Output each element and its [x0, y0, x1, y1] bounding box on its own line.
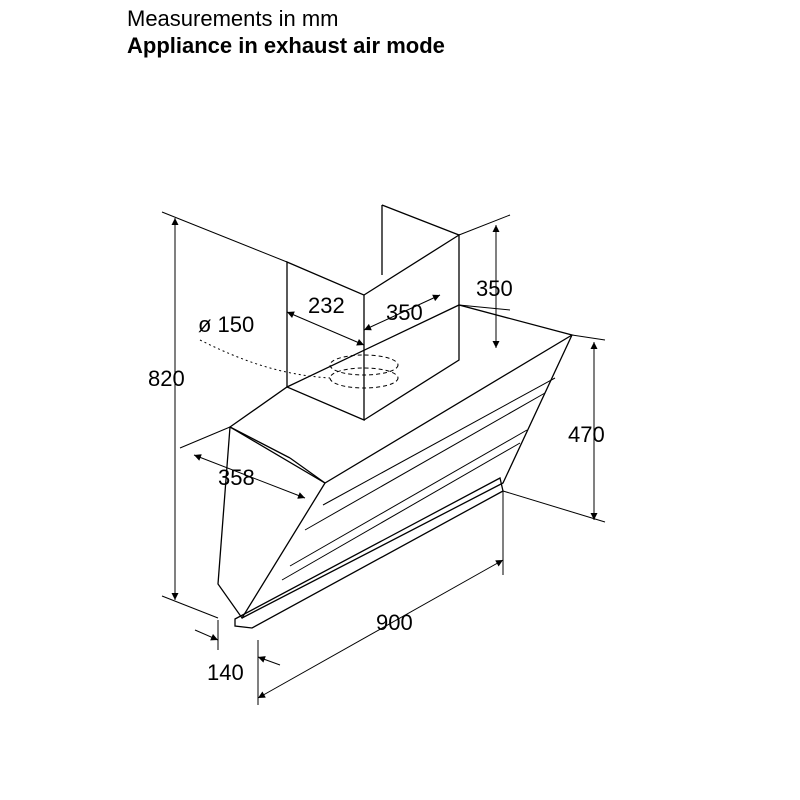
dim-duct-height: 350	[476, 276, 513, 301]
header-mode: Appliance in exhaust air mode	[127, 33, 445, 58]
dim-duct-depth: 350	[386, 300, 423, 325]
dim-hood-depth: 358	[218, 465, 255, 490]
dim-hood-height: 470	[568, 422, 605, 447]
header-units: Measurements in mm	[127, 6, 339, 31]
dim-duct-diameter: ø 150	[198, 312, 254, 337]
dim-duct-width: 232	[308, 293, 345, 318]
dimension-lines	[161, 211, 606, 705]
dim-total-height: 820	[148, 366, 185, 391]
dim-width: 900	[376, 610, 413, 635]
hood-body	[217, 304, 574, 629]
dim-front-depth: 140	[207, 660, 244, 685]
